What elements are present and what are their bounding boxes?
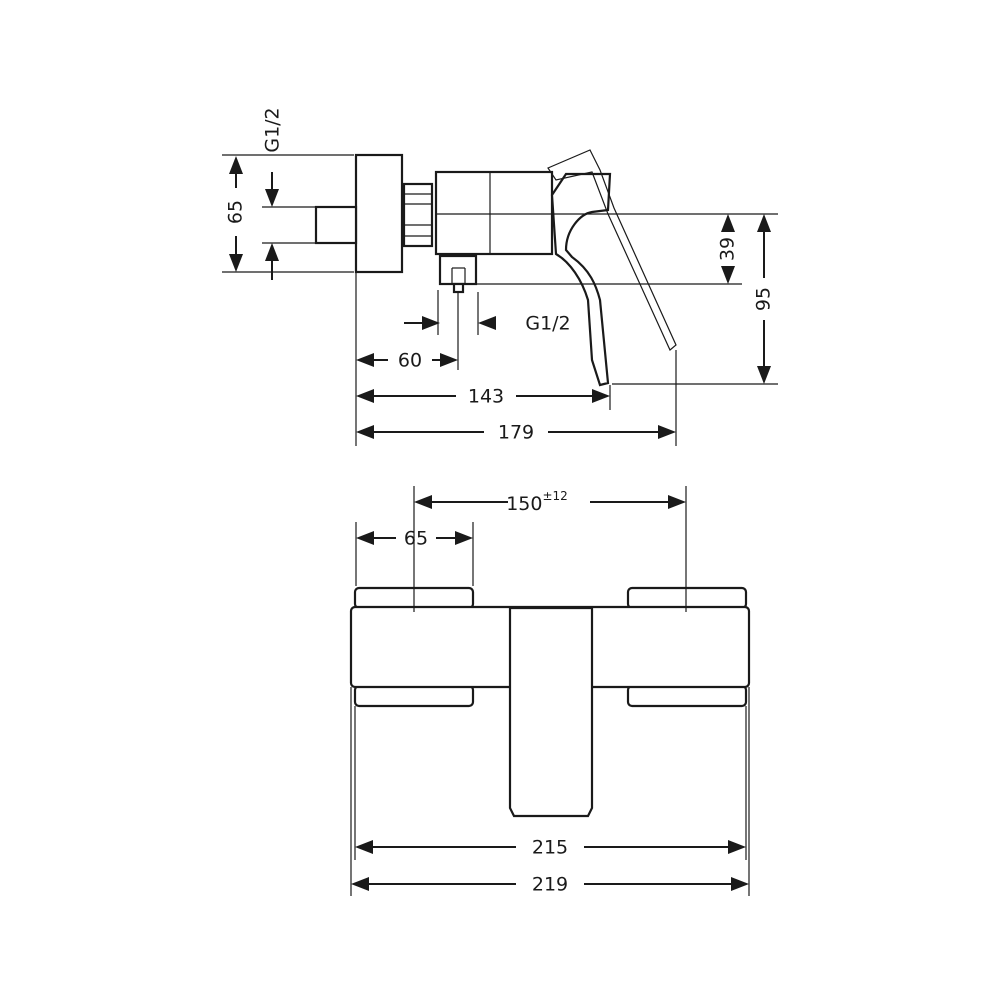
label-150-centers: 150±12 [506,489,568,515]
label-65-height: 65 [225,200,247,224]
label-60-depth: 60 [398,350,422,372]
outlet-tip [452,282,465,294]
coupling-nut [402,182,434,248]
lever-handle-raised [547,149,677,351]
right-connector-bottom [626,684,748,708]
inlet-stub [314,205,358,245]
label-39-height: 39 [717,237,739,261]
label-143-depth: 143 [468,386,504,408]
label-65-connector: 65 [404,528,428,550]
outlet-connector [438,254,478,286]
side-view: 65 G1/2 39 95 G1/2 60 [222,107,778,446]
lever-handle [550,172,612,387]
rosette-plate [354,153,404,274]
label-g12-bottom: G1/2 [525,313,570,335]
label-g12-top: G1/2 [262,107,284,152]
label-95-height: 95 [753,287,775,311]
mixer-body [434,170,554,256]
label-150-tolerance: ±12 [542,489,567,503]
label-150-value: 150 [506,493,542,515]
lever-front [508,606,594,818]
label-179-depth: 179 [498,422,534,444]
front-view: 150±12 65 215 219 [349,486,751,896]
left-connector-bottom [353,684,475,708]
right-connector-top [626,586,748,610]
label-215-width: 215 [532,837,568,859]
label-219-width: 219 [532,874,568,896]
